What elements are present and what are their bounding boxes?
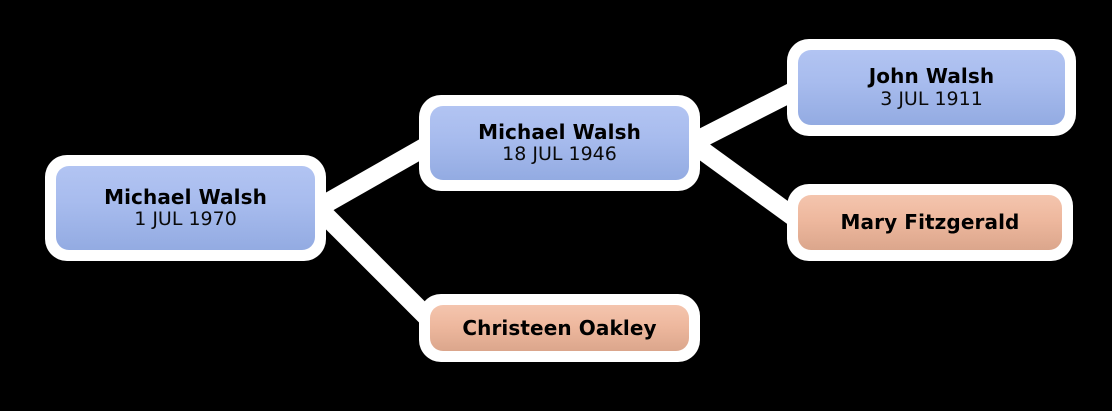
person-name: John Walsh — [868, 64, 995, 89]
person-node-christeen-oakley[interactable]: Christeen Oakley — [419, 294, 700, 362]
person-date: 1 JUL 1970 — [134, 208, 237, 231]
person-node-body: Mary Fitzgerald — [798, 195, 1062, 250]
person-name: Mary Fitzgerald — [840, 210, 1020, 235]
person-node-michael-walsh-1946[interactable]: Michael Walsh 18 JUL 1946 — [419, 95, 700, 191]
person-node-body: Christeen Oakley — [430, 305, 689, 351]
person-name: Christeen Oakley — [462, 315, 657, 340]
person-node-body: Michael Walsh 1 JUL 1970 — [56, 166, 315, 250]
connector-michael1946-john — [687, 79, 805, 152]
person-node-john-walsh-1911[interactable]: John Walsh 3 JUL 1911 — [787, 39, 1076, 136]
connector-michael1970-michael1946 — [313, 134, 437, 217]
person-name: Michael Walsh — [478, 119, 641, 144]
connector-michael1946-mary — [686, 135, 808, 231]
person-node-mary-fitzgerald[interactable]: Mary Fitzgerald — [787, 184, 1073, 261]
person-node-michael-walsh-1970[interactable]: Michael Walsh 1 JUL 1970 — [45, 155, 326, 261]
person-date: 3 JUL 1911 — [880, 87, 983, 110]
person-date: 18 JUL 1946 — [502, 143, 617, 166]
person-node-body: Michael Walsh 18 JUL 1946 — [430, 106, 689, 180]
person-name: Michael Walsh — [104, 184, 267, 209]
person-node-body: John Walsh 3 JUL 1911 — [798, 50, 1065, 125]
